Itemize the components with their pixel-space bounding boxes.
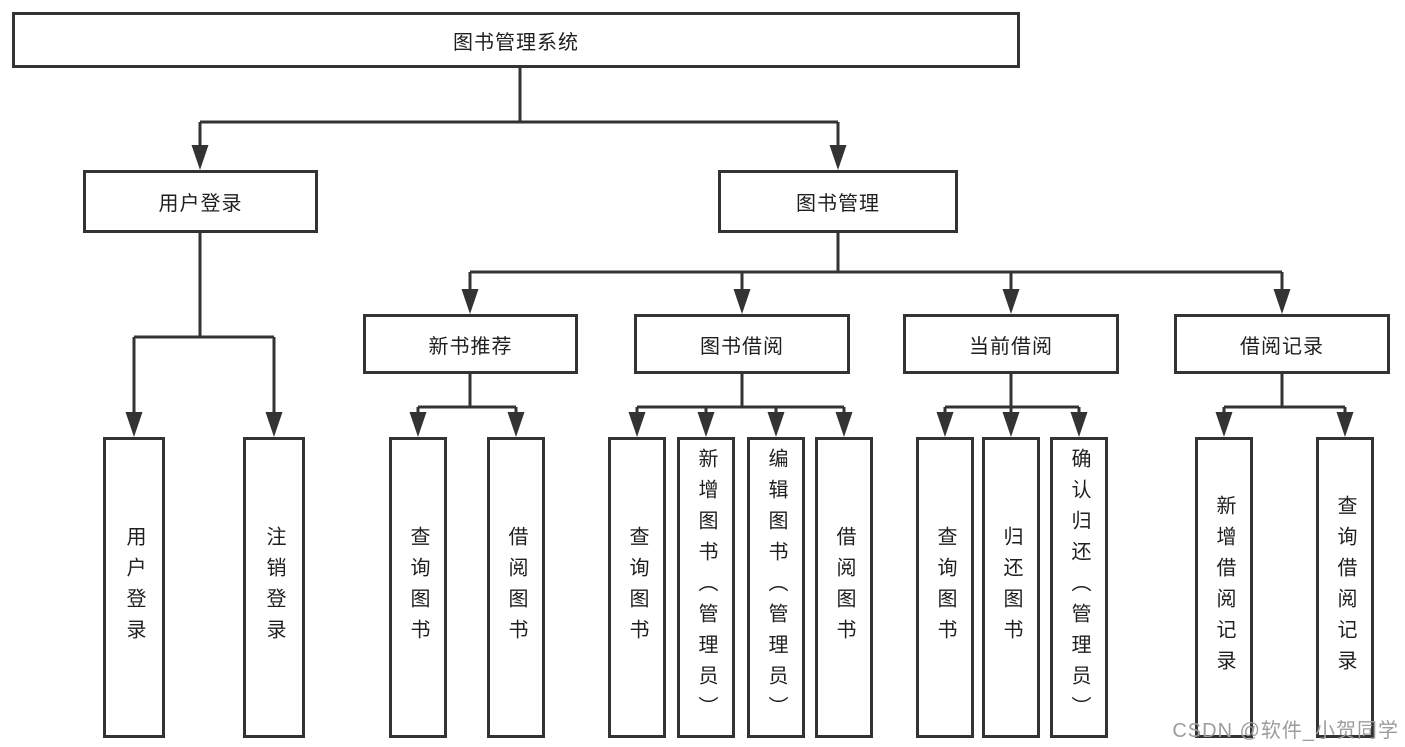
leaf-add-borrow-record: 新增借阅记录: [1195, 437, 1253, 738]
node-label: 用户登录: [158, 193, 243, 215]
node-user-login: 用户登录: [83, 170, 318, 233]
node-label: 编辑图书（管理员）: [765, 448, 787, 727]
leaf-user-login: 用户登录: [103, 437, 165, 738]
node-book-borrowing: 图书借阅: [634, 314, 850, 374]
arrowheads: [125, 145, 1354, 437]
node-label: 查询图书: [407, 525, 429, 650]
node-label: 图书管理系统: [453, 31, 579, 54]
node-label: 借阅记录: [1240, 335, 1324, 358]
node-label: 注销登录: [263, 525, 285, 650]
node-label: 查询借阅记录: [1334, 494, 1356, 681]
leaf-query-books-borrowing: 查询图书: [608, 437, 666, 738]
leaf-query-books-recommend: 查询图书: [389, 437, 447, 738]
node-label: 新增图书（管理员）: [695, 448, 717, 727]
node-label: 确认归还（管理员）: [1068, 448, 1090, 727]
leaf-confirm-return-admin: 确认归还（管理员）: [1050, 437, 1108, 738]
leaf-logout: 注销登录: [243, 437, 305, 738]
node-label: 查询图书: [934, 525, 956, 650]
node-label: 图书管理: [796, 193, 880, 215]
node-book-management: 图书管理: [718, 170, 958, 233]
leaf-add-books-admin: 新增图书（管理员）: [677, 437, 735, 738]
node-label: 借阅图书: [505, 525, 527, 650]
node-label: 用户登录: [123, 525, 145, 650]
node-label: 查询图书: [626, 525, 648, 650]
leaf-borrow-books-recommend: 借阅图书: [487, 437, 545, 738]
leaf-borrow-books: 借阅图书: [815, 437, 873, 738]
node-label: 图书借阅: [700, 335, 784, 358]
leaf-query-borrow-record: 查询借阅记录: [1316, 437, 1374, 738]
leaf-query-books-current: 查询图书: [916, 437, 974, 738]
node-label: 当前借阅: [969, 335, 1053, 358]
node-root-library-management-system: 图书管理系统: [12, 12, 1020, 68]
node-current-borrowing: 当前借阅: [903, 314, 1119, 374]
node-label: 归还图书: [1000, 525, 1022, 650]
csdn-watermark: CSDN @软件_小贺同学: [1172, 720, 1399, 742]
node-label: 新书推荐: [428, 335, 513, 358]
node-borrowing-records: 借阅记录: [1174, 314, 1390, 374]
node-label: 新增借阅记录: [1213, 494, 1235, 681]
leaf-edit-books-admin: 编辑图书（管理员）: [747, 437, 805, 738]
node-label: 借阅图书: [833, 525, 855, 650]
leaf-return-books: 归还图书: [982, 437, 1040, 738]
node-new-book-recommend: 新书推荐: [363, 314, 578, 374]
